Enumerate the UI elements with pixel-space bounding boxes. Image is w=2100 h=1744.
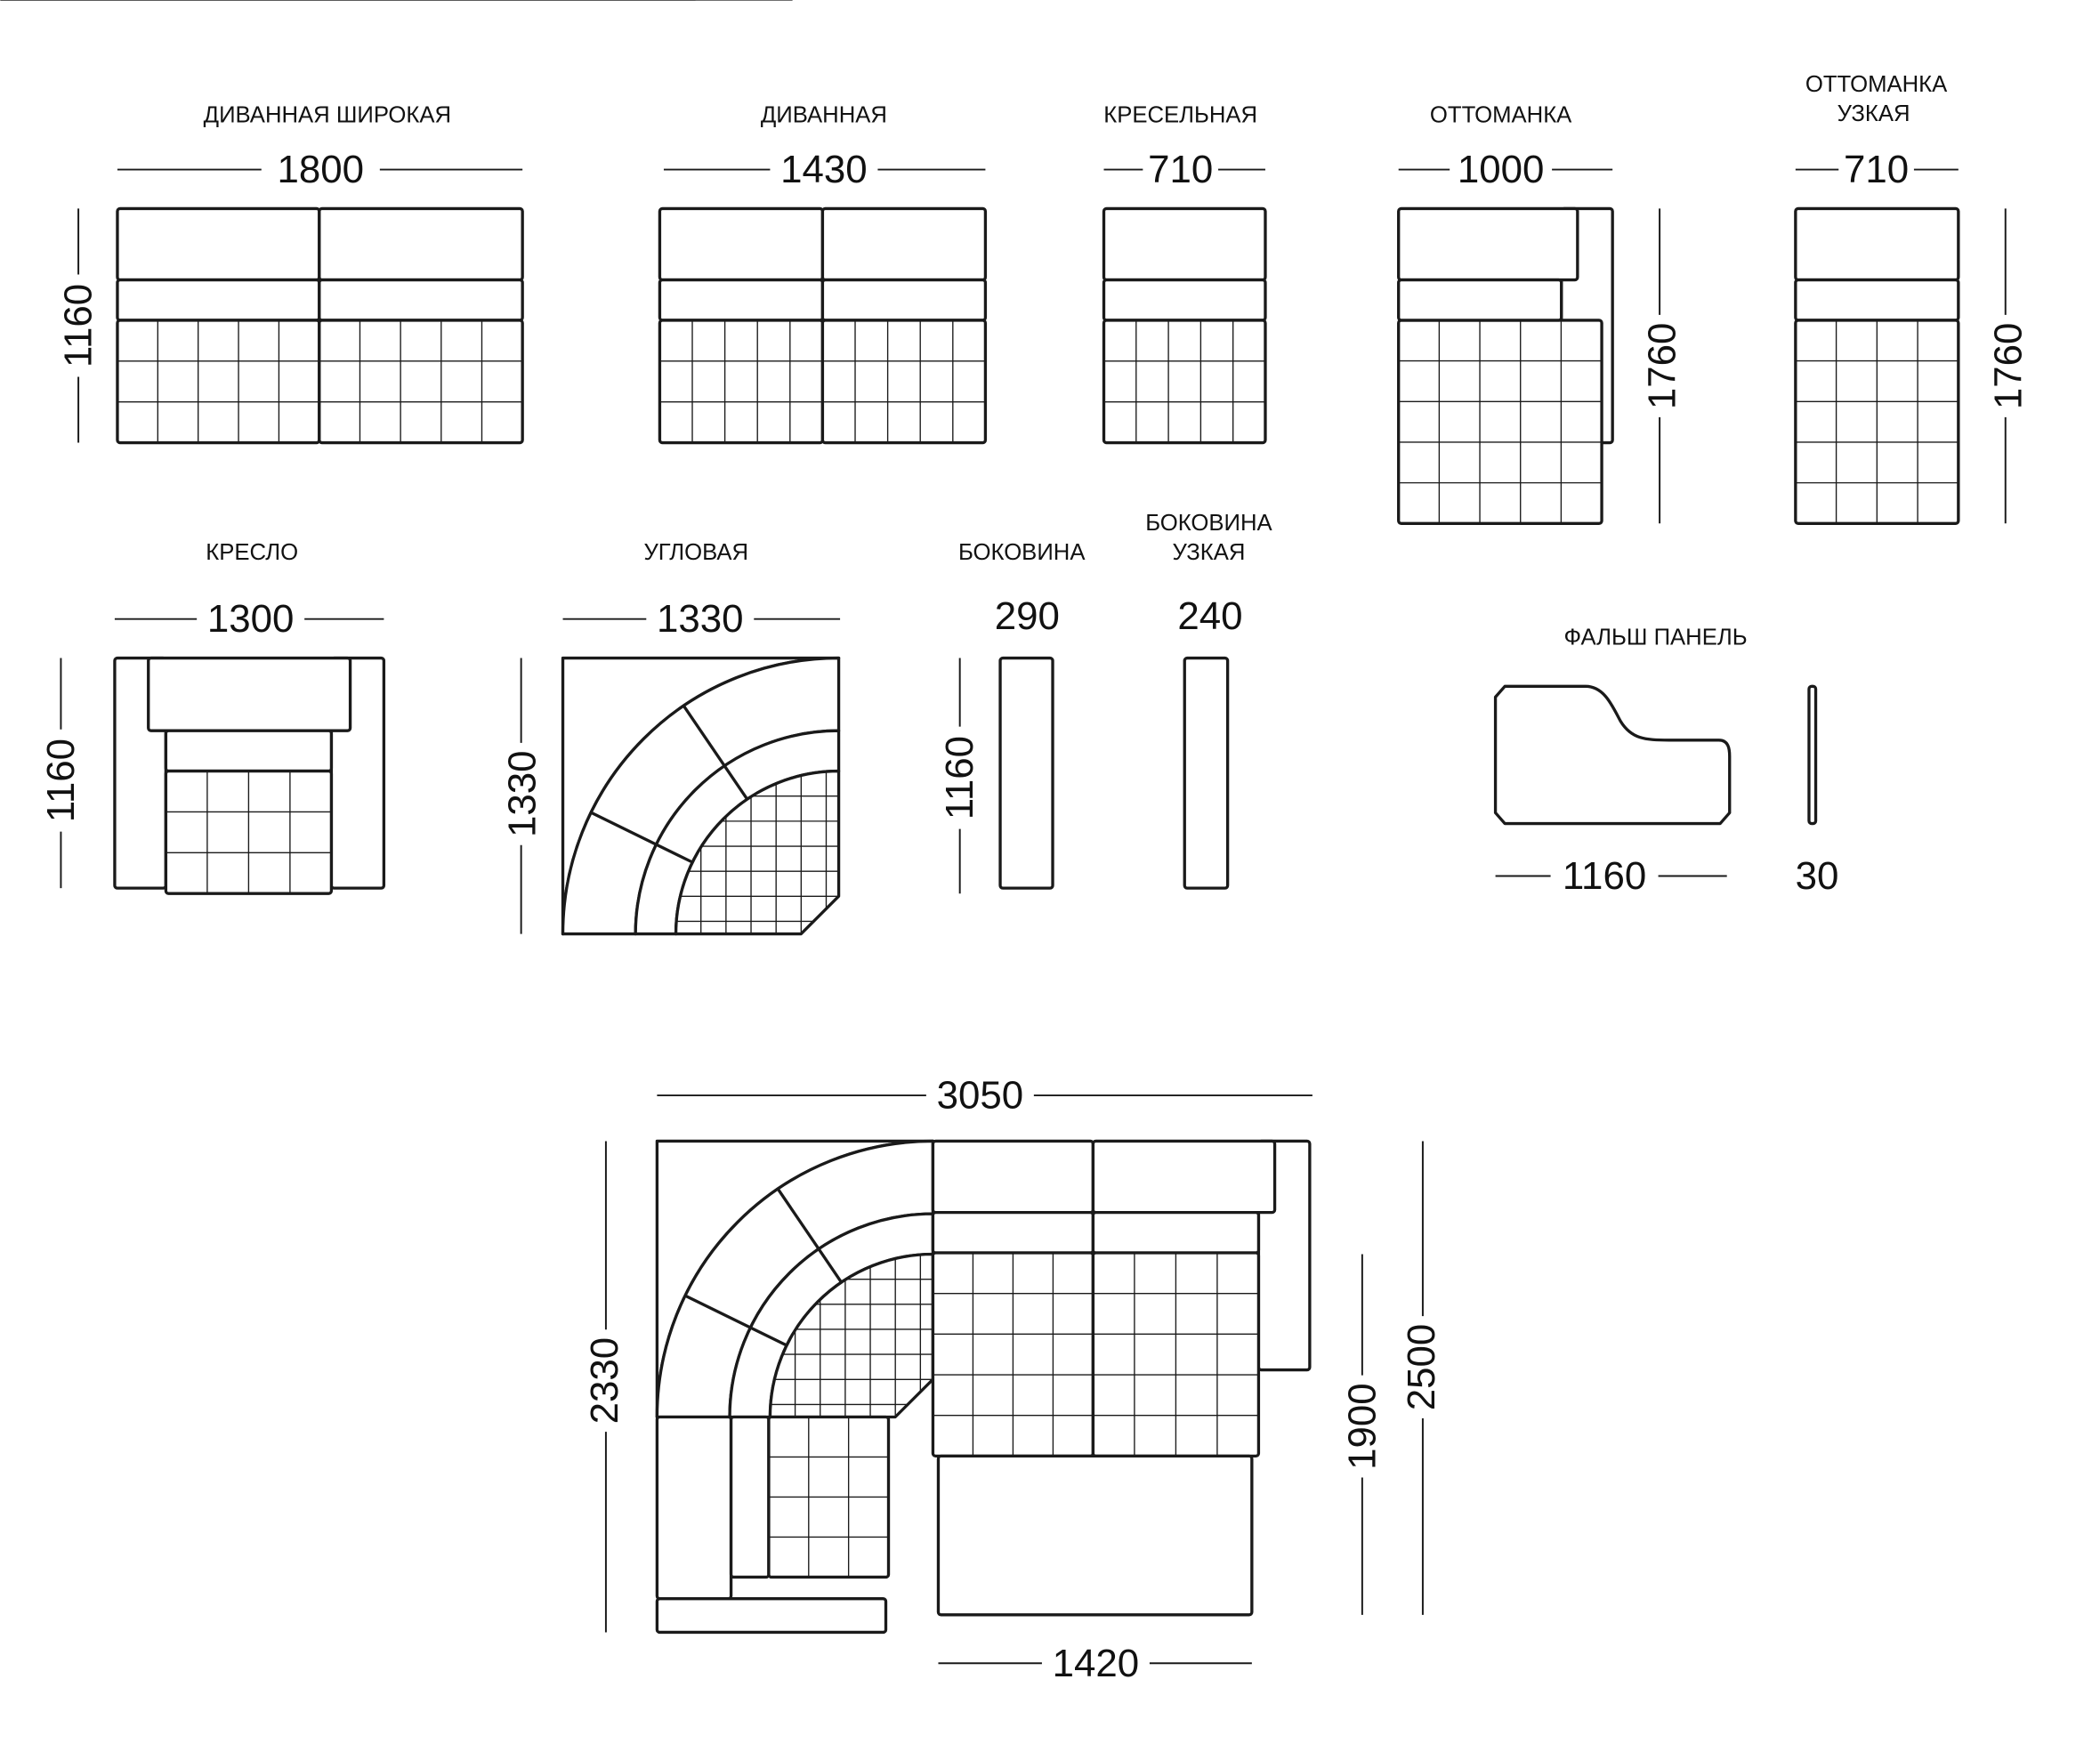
left-arm <box>655 1597 888 1635</box>
dim-1330-width: 1330 <box>657 597 744 641</box>
label-kreslo: КРЕСЛО <box>206 540 298 565</box>
label-bokovina-uzkaya-1: БОКОВИНА <box>1145 511 1272 536</box>
back-cushion <box>820 206 988 282</box>
dim-1160-bokovina: 1160 <box>938 736 981 820</box>
label-bokovina-uzkaya-2: УЗКАЯ <box>1172 540 1245 565</box>
dimension-lines <box>60 168 2007 1665</box>
seat-front <box>658 278 825 322</box>
seat-cushion <box>1102 319 1267 445</box>
dim-1330-depth: 1330 <box>501 751 545 838</box>
radial-divider <box>682 705 749 801</box>
back-cushion <box>931 1139 1095 1215</box>
left-seat-front <box>729 1415 771 1579</box>
radial-divider <box>684 1294 788 1347</box>
seat-front <box>1794 278 1960 322</box>
bokovina-uzkaya-panel <box>1183 656 1230 890</box>
seat-cushion <box>116 319 321 445</box>
dim-1760-ottomanka: 1760 <box>1641 323 1684 410</box>
module-shapes <box>0 0 1960 1635</box>
label-kreselnaya: КРЕСЕЛЬНАЯ <box>1103 103 1257 128</box>
back-cushion <box>658 206 825 282</box>
dim-2330: 2330 <box>583 1337 626 1425</box>
back-cushion <box>1102 206 1267 282</box>
dim-710-uzkaya: 710 <box>1844 148 1909 191</box>
dim-1900: 1900 <box>1340 1383 1384 1470</box>
falsh-panel-shape <box>1493 684 1732 826</box>
seat-cushion <box>658 319 825 445</box>
uglovaya-seat <box>674 769 841 936</box>
label-ottomanka-uzkaya-2: УЗКАЯ <box>1838 101 1910 126</box>
seat-cushion <box>318 319 524 445</box>
label-uglovaya: УГЛОВАЯ <box>643 540 748 565</box>
assembly-corner-seat <box>768 1252 935 1419</box>
seat-front <box>931 1210 1095 1255</box>
falsh-panel-edge <box>1807 684 1818 826</box>
label-bokovina: БОКОВИНА <box>958 540 1086 565</box>
dim-1760-uzkaya: 1760 <box>1986 323 2030 410</box>
dim-710: 710 <box>1148 148 1213 191</box>
dim-1430: 1430 <box>780 148 868 191</box>
label-divannaya: ДИВАННАЯ <box>761 103 887 128</box>
radial-divider <box>590 811 693 864</box>
seat-front <box>164 729 334 773</box>
seat-cushion <box>1397 319 1603 525</box>
dim-1160-panel: 1160 <box>1563 854 1646 898</box>
label-divannaya-shirokaya: ДИВАННАЯ ШИРОКАЯ <box>204 103 451 128</box>
seat-front <box>820 278 988 322</box>
label-falsh-panel: ФАЛЬШ ПАНЕЛЬ <box>1564 625 1748 650</box>
dim-1800: 1800 <box>278 148 365 191</box>
back-cushion <box>116 206 321 282</box>
seat-front <box>1397 278 1563 322</box>
dim-240: 240 <box>1177 594 1242 638</box>
bed-extension <box>936 1454 1254 1617</box>
label-ottomanka-uzkaya-1: ОТТОМАНКА <box>1805 72 1948 97</box>
back-cushion <box>1397 206 1579 282</box>
label-ottomanka: ОТТОМАНКА <box>1430 103 1572 128</box>
seat-front <box>318 278 524 322</box>
dim-2500: 2500 <box>1400 1324 1443 1411</box>
dim-290: 290 <box>995 594 1060 638</box>
bokovina-panel <box>998 656 1054 890</box>
dim-1160-depth: 1160 <box>57 284 101 367</box>
left-back <box>655 1415 733 1601</box>
seat-cushion <box>820 319 988 445</box>
dim-1420: 1420 <box>1053 1642 1140 1685</box>
back-cushion <box>1794 206 1960 282</box>
dim-3050: 3050 <box>937 1074 1024 1118</box>
back-cushion <box>147 656 352 732</box>
back-cushion <box>1091 1139 1277 1215</box>
seat-front <box>116 278 321 322</box>
dim-30: 30 <box>1796 854 1839 898</box>
seat-front <box>1091 1210 1261 1255</box>
dim-1300: 1300 <box>207 597 295 641</box>
dim-1000: 1000 <box>1458 148 1545 191</box>
back-cushion <box>318 206 524 282</box>
dim-1160-kreslo: 1160 <box>39 739 83 822</box>
seat-front <box>1102 278 1267 322</box>
radial-divider <box>776 1188 843 1284</box>
